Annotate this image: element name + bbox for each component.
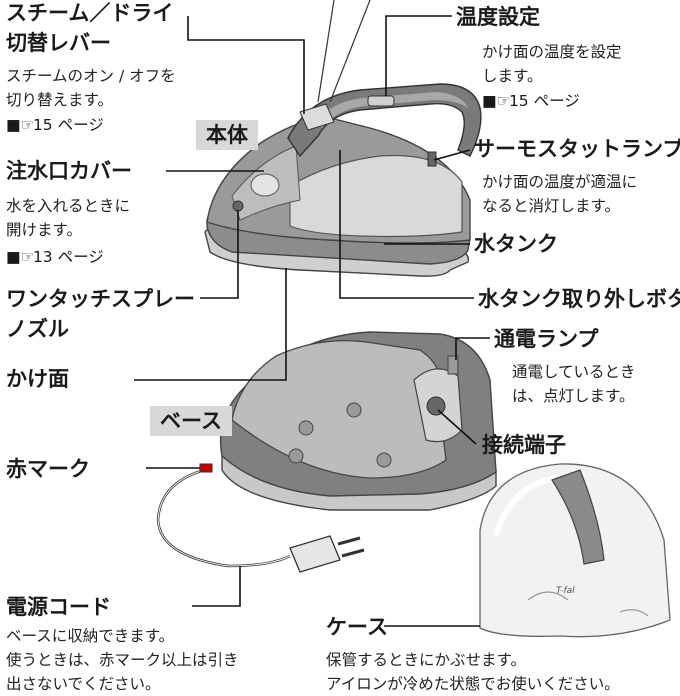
temp-setting-ref: ■☞ 15 ページ [482, 92, 580, 110]
power-cord-title: 電源コード [6, 595, 111, 619]
thermostat-lamp-desc-2: なると消灯します。 [482, 197, 620, 215]
thermostat-lamp-title: サーモスタットランプ [474, 137, 680, 161]
water-cover-desc-1: 水を入れるときに [6, 197, 131, 215]
case-desc-1: 保管するときにかぶせます。 [326, 651, 526, 669]
plug-shape [289, 535, 341, 573]
case-desc-2: アイロンが冷めた状態でお使いください。 [326, 675, 620, 693]
tank-release-title: 水タンク取り外しボタン [478, 287, 680, 311]
iron-handle-grip [318, 92, 468, 128]
steam-switch-title-2: 切替レバー [6, 31, 111, 55]
spray-nozzle-shape [232, 200, 244, 212]
page-ref-icon: ■☞ [6, 248, 35, 266]
temp-setting-title: 温度設定 [456, 5, 540, 29]
case-title: ケース [326, 615, 388, 639]
temperature-dial-shape [367, 95, 395, 107]
power-lamp-title: 通電ランプ [494, 327, 599, 351]
steam-switch-shape [299, 103, 335, 131]
spray-nozzle-title-2: ノズル [6, 317, 69, 341]
water-inlet-cover-shape [250, 173, 280, 197]
water-tank-title: 水タンク [474, 232, 558, 256]
steam-switch-desc-1: スチームのオン / オフを [6, 67, 176, 85]
case-brand-logo: T-fal [556, 586, 575, 596]
power-lamp-desc-1: 通電しているとき [512, 363, 636, 381]
water-cover-title: 注水口カバー [6, 159, 132, 183]
connector-terminal-shape [426, 396, 446, 416]
water-tank-shape [289, 154, 463, 238]
thermostat-lamp-desc-1: かけ面の温度が適温に [482, 173, 638, 191]
case-illustration [479, 463, 671, 638]
water-cover-ref: ■☞ 13 ページ [6, 248, 104, 266]
case-body [479, 463, 671, 638]
base-tag: ベース [150, 406, 232, 436]
body-tag: 本体 [196, 120, 258, 150]
power-lamp-shape [447, 355, 459, 375]
water-cover-desc-2: 開けます。 [6, 221, 82, 239]
iron-handle [287, 83, 482, 158]
page-ref-icon: ■☞ [6, 116, 35, 134]
soleplate-title: かけ面 [6, 367, 69, 391]
spray-nozzle-title-1: ワンタッチスプレー [6, 287, 195, 311]
steam-switch-title-1: スチーム／ドライ [6, 1, 174, 25]
iron-illustration [204, 0, 482, 277]
red-mark-shape [199, 463, 213, 473]
power-cord-desc-1: ベースに収納できます。 [6, 627, 175, 645]
temp-setting-desc-1: かけ面の温度を設定 [482, 43, 622, 61]
temp-setting-desc-2: します。 [482, 67, 543, 85]
power-lamp-desc-2: は、点灯します。 [512, 387, 635, 405]
power-cord-desc-3: 出さないでください。 [6, 675, 161, 693]
steam-switch-ref: ■☞ 15 ページ [6, 116, 104, 134]
base-illustration [156, 331, 497, 573]
case-strap [551, 469, 605, 565]
power-cord-desc-2: 使うときは、赤マーク以上は引き [6, 651, 239, 669]
page-ref-icon: ■☞ [482, 92, 511, 110]
terminal-title: 接続端子 [482, 433, 566, 457]
red-mark-title: 赤マーク [6, 457, 90, 481]
steam-switch-desc-2: 切り替えます。 [6, 91, 113, 109]
leader-lines [134, 15, 490, 627]
